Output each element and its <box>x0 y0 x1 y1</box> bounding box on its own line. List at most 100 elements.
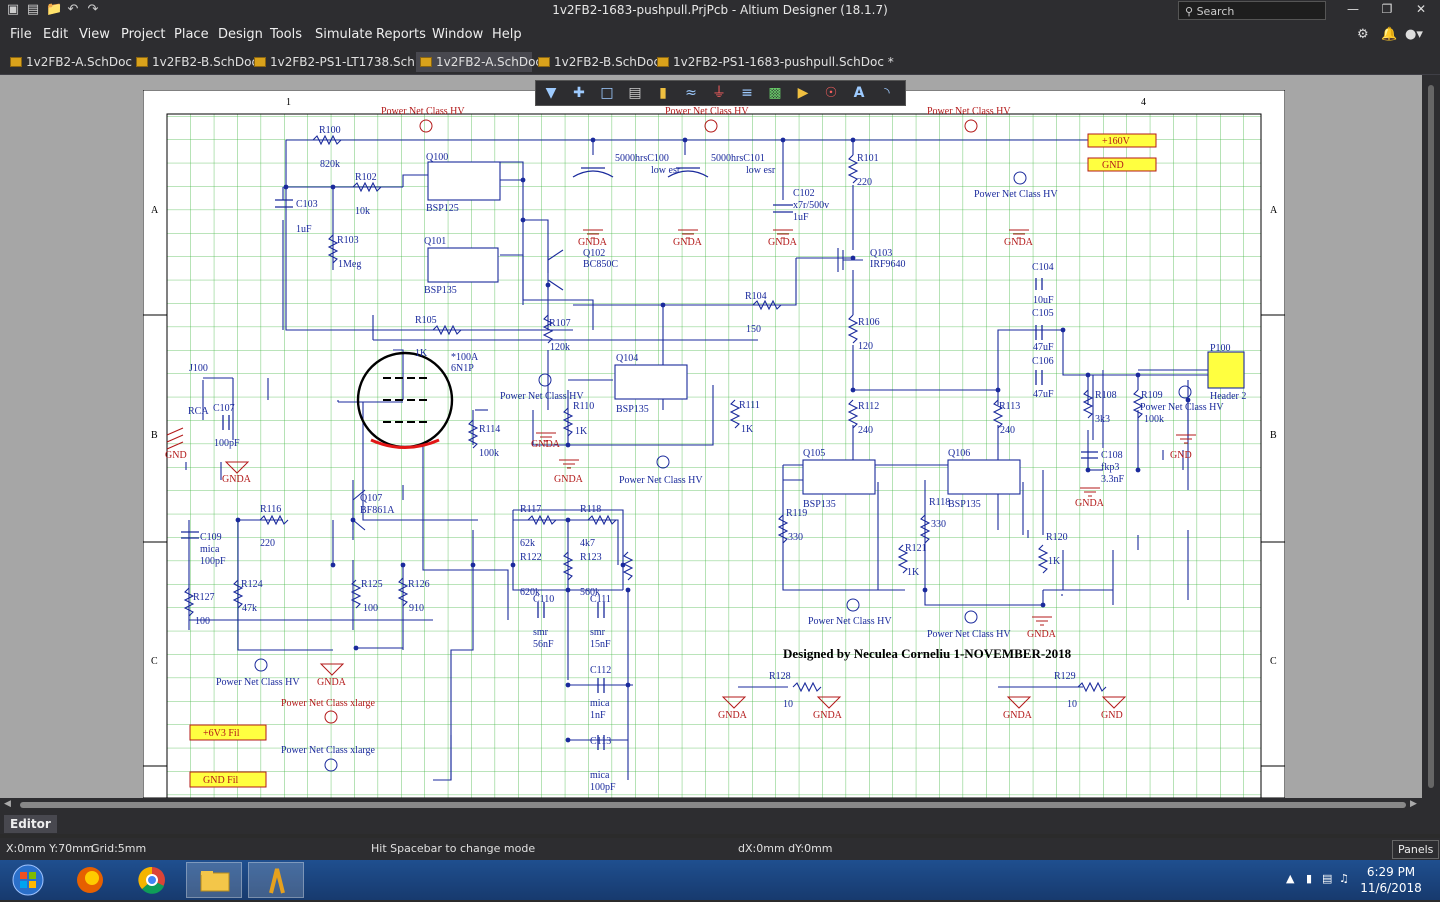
schematic-sheet[interactable]: 1 4 A A B B C C <box>143 90 1285 798</box>
windows-taskbar: ▲ ▮ ▤ ♫ 6:29 PM 11/6/2018 <box>0 860 1440 900</box>
label-r120: R120 <box>1046 532 1068 543</box>
wire-icon[interactable]: ≈ <box>685 85 697 101</box>
save-icon[interactable]: ▣ <box>6 2 20 17</box>
gnda-4: GNDA <box>1004 237 1034 248</box>
tab-doc-6[interactable]: 1v2FB2-PS1-1683-pushpull.SchDoc * <box>653 52 894 72</box>
menu-place[interactable]: Place <box>174 27 209 42</box>
move-icon[interactable]: ✚ <box>573 85 585 101</box>
port-icon[interactable]: ▶ <box>797 85 809 101</box>
label-q103: Q103 <box>870 248 892 259</box>
tray-battery-icon[interactable]: ▤ <box>1322 872 1333 885</box>
align-icon[interactable]: ▤ <box>628 85 642 101</box>
label-q102: Q102 <box>583 248 605 259</box>
user-icon[interactable]: ●▾ <box>1405 27 1423 42</box>
tray-expand-icon[interactable]: ▲ <box>1286 872 1295 885</box>
taskbar-clock[interactable]: 6:29 PM 11/6/2018 <box>1356 864 1426 896</box>
taskbar-altium[interactable] <box>248 862 304 898</box>
schdoc-icon <box>657 57 669 67</box>
port-6v3-fil: +6V3 Fil <box>203 728 240 739</box>
title-bar: ▣ ▤ 📁 ↶ ↷ 1v2FB2-1683-pushpull.PrjPcb - … <box>0 0 1440 22</box>
cursor-coords: X:0mm Y:70mm <box>6 842 94 855</box>
horizontal-scrollbar[interactable]: ◀ ▶ <box>0 798 1440 812</box>
power-port-icon[interactable]: ⏚ <box>712 85 726 101</box>
menu-design[interactable]: Design <box>218 27 263 42</box>
gnda-13: GNDA <box>1003 710 1033 721</box>
component-icon[interactable]: ▮ <box>659 85 667 101</box>
gear-icon[interactable]: ⚙ <box>1357 27 1369 42</box>
menu-reports[interactable]: Reports <box>376 27 426 42</box>
folder-icon <box>200 871 230 892</box>
save-all-icon[interactable]: ▤ <box>26 2 40 17</box>
value-r105: 1K <box>415 348 428 359</box>
tab-doc-4[interactable]: 1v2FB2-A.SchDoc <box>416 52 542 72</box>
bus-icon[interactable]: ≡ <box>741 85 753 101</box>
value2-c112: 1nF <box>590 710 606 721</box>
vertical-scroll-thumb[interactable] <box>1428 85 1434 788</box>
resistors <box>183 134 1144 693</box>
label-r106: R106 <box>858 317 880 328</box>
value2-c111: 15nF <box>590 639 611 650</box>
port-gnd-fil: GND Fil <box>203 775 239 786</box>
taskbar-firefox[interactable] <box>62 862 118 898</box>
menu-file[interactable]: File <box>10 27 32 42</box>
value-r114: 100k <box>479 448 499 459</box>
redo-icon[interactable]: ↷ <box>87 2 99 17</box>
directive-icon[interactable]: ☉ <box>824 85 838 101</box>
power-labels: Power Net Class HV Power Net Class HV Po… <box>216 189 1224 756</box>
search-input[interactable]: ⚲ Search <box>1178 1 1326 20</box>
label-c104: C104 <box>1032 262 1054 273</box>
label-q100: Q100 <box>426 152 448 163</box>
label-q106: Q106 <box>948 448 970 459</box>
menu-tools[interactable]: Tools <box>270 27 303 42</box>
tab-label: 1v2FB2-A.SchDoc <box>436 55 543 69</box>
open-folder-icon[interactable]: 📁 <box>46 2 63 17</box>
value-r124: 47k <box>242 603 257 614</box>
arc-icon[interactable]: ◝ <box>884 85 890 101</box>
delta-coords: dX:0mm dY:0mm <box>738 842 833 855</box>
value-r108: 3k3 <box>1095 414 1110 425</box>
bell-icon[interactable]: 🔔 <box>1381 27 1398 42</box>
horizontal-scroll-thumb[interactable] <box>20 802 1406 808</box>
taskbar-explorer[interactable] <box>186 862 242 898</box>
tube-6n1p <box>356 351 454 449</box>
menu-project[interactable]: Project <box>121 27 166 42</box>
tab-doc-5[interactable]: 1v2FB2-B.SchDoc <box>534 52 660 72</box>
close-button[interactable]: ✕ <box>1415 2 1427 16</box>
value-c101: low esr <box>746 165 776 176</box>
taskbar-chrome[interactable] <box>124 862 180 898</box>
value-r117: 62k <box>520 538 535 549</box>
gnda-9: GNDA <box>1075 498 1105 509</box>
editor-tab[interactable]: Editor <box>4 815 57 833</box>
label-c103: C103 <box>296 199 318 210</box>
scroll-left-icon[interactable]: ◀ <box>4 799 11 809</box>
undo-icon[interactable]: ↶ <box>67 2 79 17</box>
menu-edit[interactable]: Edit <box>43 27 69 42</box>
tray-volume-icon[interactable]: ♫ <box>1339 872 1349 885</box>
vertical-scrollbar[interactable] <box>1422 75 1440 798</box>
value-r103: 1Meg <box>338 259 361 270</box>
tab-doc-1[interactable]: 1v2FB2-A.SchDoc * <box>6 52 146 72</box>
clock-time: 6:29 PM <box>1366 865 1416 879</box>
sheet-symbol-icon[interactable]: ▩ <box>768 85 782 101</box>
start-button[interactable] <box>0 862 56 898</box>
minimize-button[interactable]: — <box>1347 2 1359 16</box>
tab-doc-3[interactable]: 1v2FB2-PS1-LT1738.SchDoc <box>250 52 438 72</box>
tab-doc-2[interactable]: 1v2FB2-B.SchDoc <box>132 52 258 72</box>
restore-button[interactable]: ❐ <box>1381 2 1393 16</box>
altium-icon <box>269 868 285 894</box>
tray-network-icon[interactable]: ▮ <box>1306 872 1313 885</box>
gnda-2: GNDA <box>673 237 703 248</box>
filter-icon[interactable]: ▼ <box>545 85 557 101</box>
value-r118: 4k7 <box>580 538 595 549</box>
gnda-3: GNDA <box>768 237 798 248</box>
menu-view[interactable]: View <box>79 27 110 42</box>
netclass-hv-2: Power Net Class HV <box>665 106 749 117</box>
select-icon[interactable]: □ <box>600 85 614 101</box>
scroll-right-icon[interactable]: ▶ <box>1410 799 1417 809</box>
component-labels: R100 820k R102 10k Q100 BSP125 C103 1uF … <box>188 125 1246 793</box>
menu-window[interactable]: Window <box>432 27 484 42</box>
menu-simulate[interactable]: Simulate <box>315 27 373 42</box>
panels-button[interactable]: Panels <box>1392 840 1440 859</box>
menu-help[interactable]: Help <box>492 27 522 42</box>
text-icon[interactable]: A <box>853 85 865 101</box>
